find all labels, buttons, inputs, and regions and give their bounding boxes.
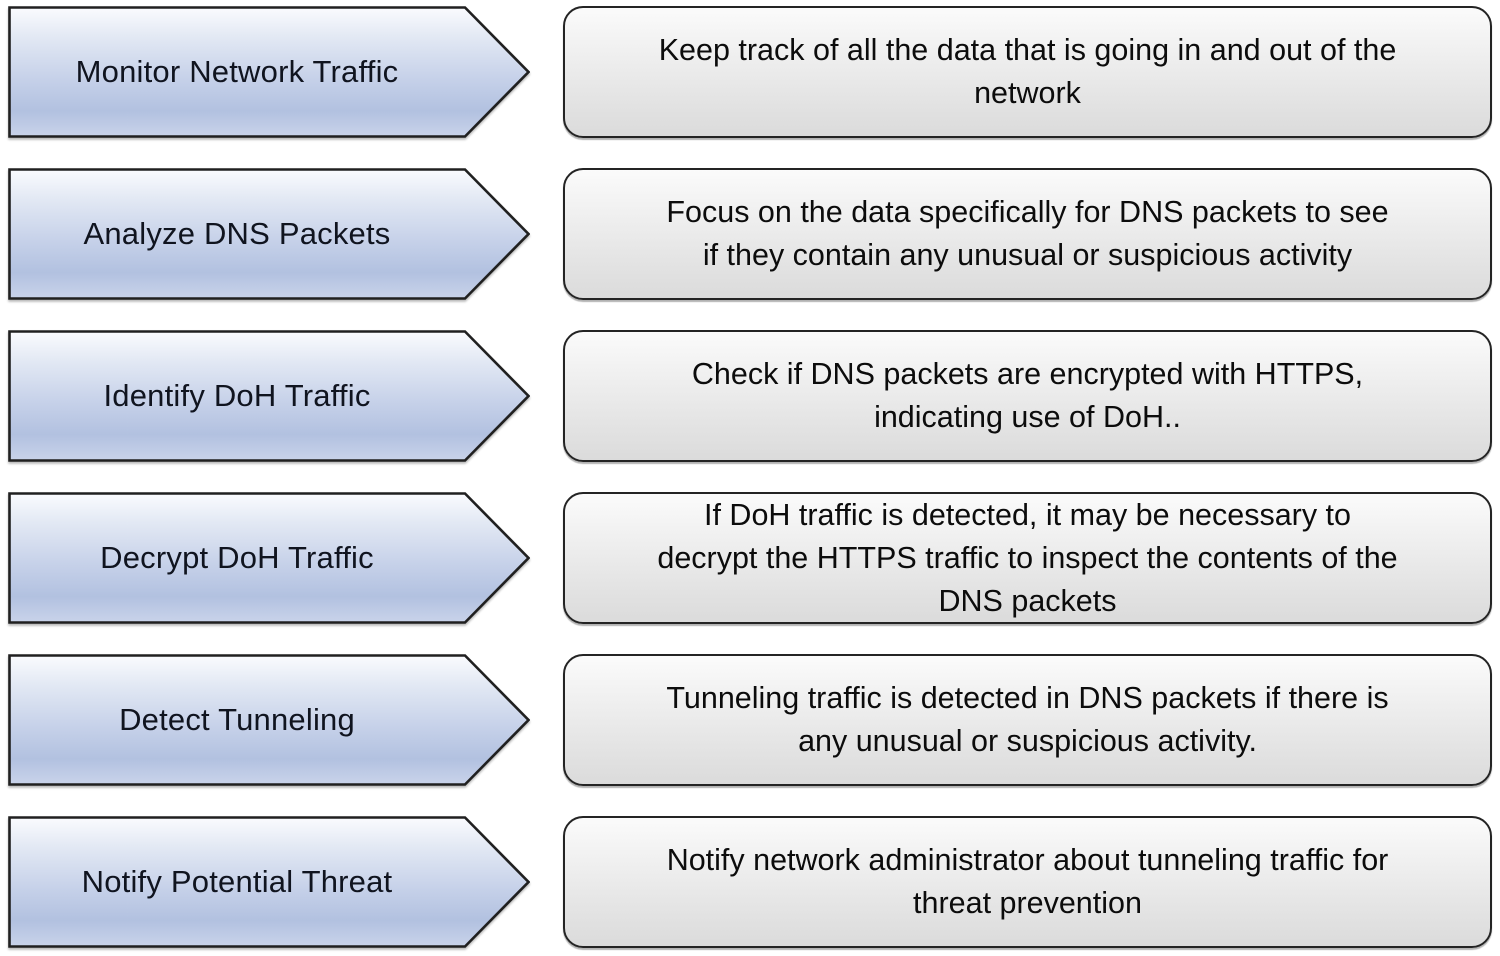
- step-description: Notify network administrator about tunne…: [666, 843, 1389, 920]
- flow-step-arrow-notify: Notify Potential Threat: [8, 816, 530, 948]
- step-description-box: Tunneling traffic is detected in DNS pac…: [563, 654, 1492, 786]
- step-label: Detect Tunneling: [119, 702, 355, 737]
- step-description: If DoH traffic is detected, it may be ne…: [657, 497, 1398, 618]
- forward-arrow-shape-icon: [8, 816, 530, 948]
- flow-row-analyze: Analyze DNS Packets Focus on the data sp…: [8, 168, 1492, 300]
- flow-row-detect: Detect Tunneling Tunneling traffic is de…: [8, 654, 1492, 786]
- flow-row-monitor: Monitor Network Traffic Keep track of al…: [8, 6, 1492, 138]
- step-label: Identify DoH Traffic: [103, 378, 371, 413]
- step-description: Keep track of all the data that is going…: [658, 33, 1397, 110]
- flow-step-arrow-decrypt: Decrypt DoH Traffic: [8, 492, 530, 624]
- step-description: Tunneling traffic is detected in DNS pac…: [666, 681, 1389, 758]
- forward-arrow-shape-icon: [8, 330, 530, 462]
- step-description-box: If DoH traffic is detected, it may be ne…: [563, 492, 1492, 624]
- step-label: Analyze DNS Packets: [83, 216, 391, 251]
- step-description-box: Notify network administrator about tunne…: [563, 816, 1492, 948]
- flow-step-arrow-identify: Identify DoH Traffic: [8, 330, 530, 462]
- forward-arrow-shape-icon: [8, 168, 530, 300]
- step-label: Decrypt DoH Traffic: [100, 540, 374, 575]
- flow-row-identify: Identify DoH Traffic Check if DNS packet…: [8, 330, 1492, 462]
- step-description: Focus on the data specifically for DNS p…: [666, 195, 1389, 272]
- flow-step-arrow-detect: Detect Tunneling: [8, 654, 530, 786]
- flow-step-arrow-analyze: Analyze DNS Packets: [8, 168, 530, 300]
- step-description-box: Focus on the data specifically for DNS p…: [563, 168, 1492, 300]
- step-description: Check if DNS packets are encrypted with …: [691, 357, 1364, 434]
- forward-arrow-shape-icon: [8, 654, 530, 786]
- step-description-box: Check if DNS packets are encrypted with …: [563, 330, 1492, 462]
- forward-arrow-shape-icon: [8, 6, 530, 138]
- step-description-box: Keep track of all the data that is going…: [563, 6, 1492, 138]
- step-label: Notify Potential Threat: [81, 864, 393, 899]
- step-label: Monitor Network Traffic: [75, 54, 399, 89]
- flow-row-decrypt: Decrypt DoH Traffic If DoH traffic is de…: [8, 492, 1492, 624]
- flow-step-arrow-monitor: Monitor Network Traffic: [8, 6, 530, 138]
- forward-arrow-shape-icon: [8, 492, 530, 624]
- flow-row-notify: Notify Potential Threat Notify network a…: [8, 816, 1492, 948]
